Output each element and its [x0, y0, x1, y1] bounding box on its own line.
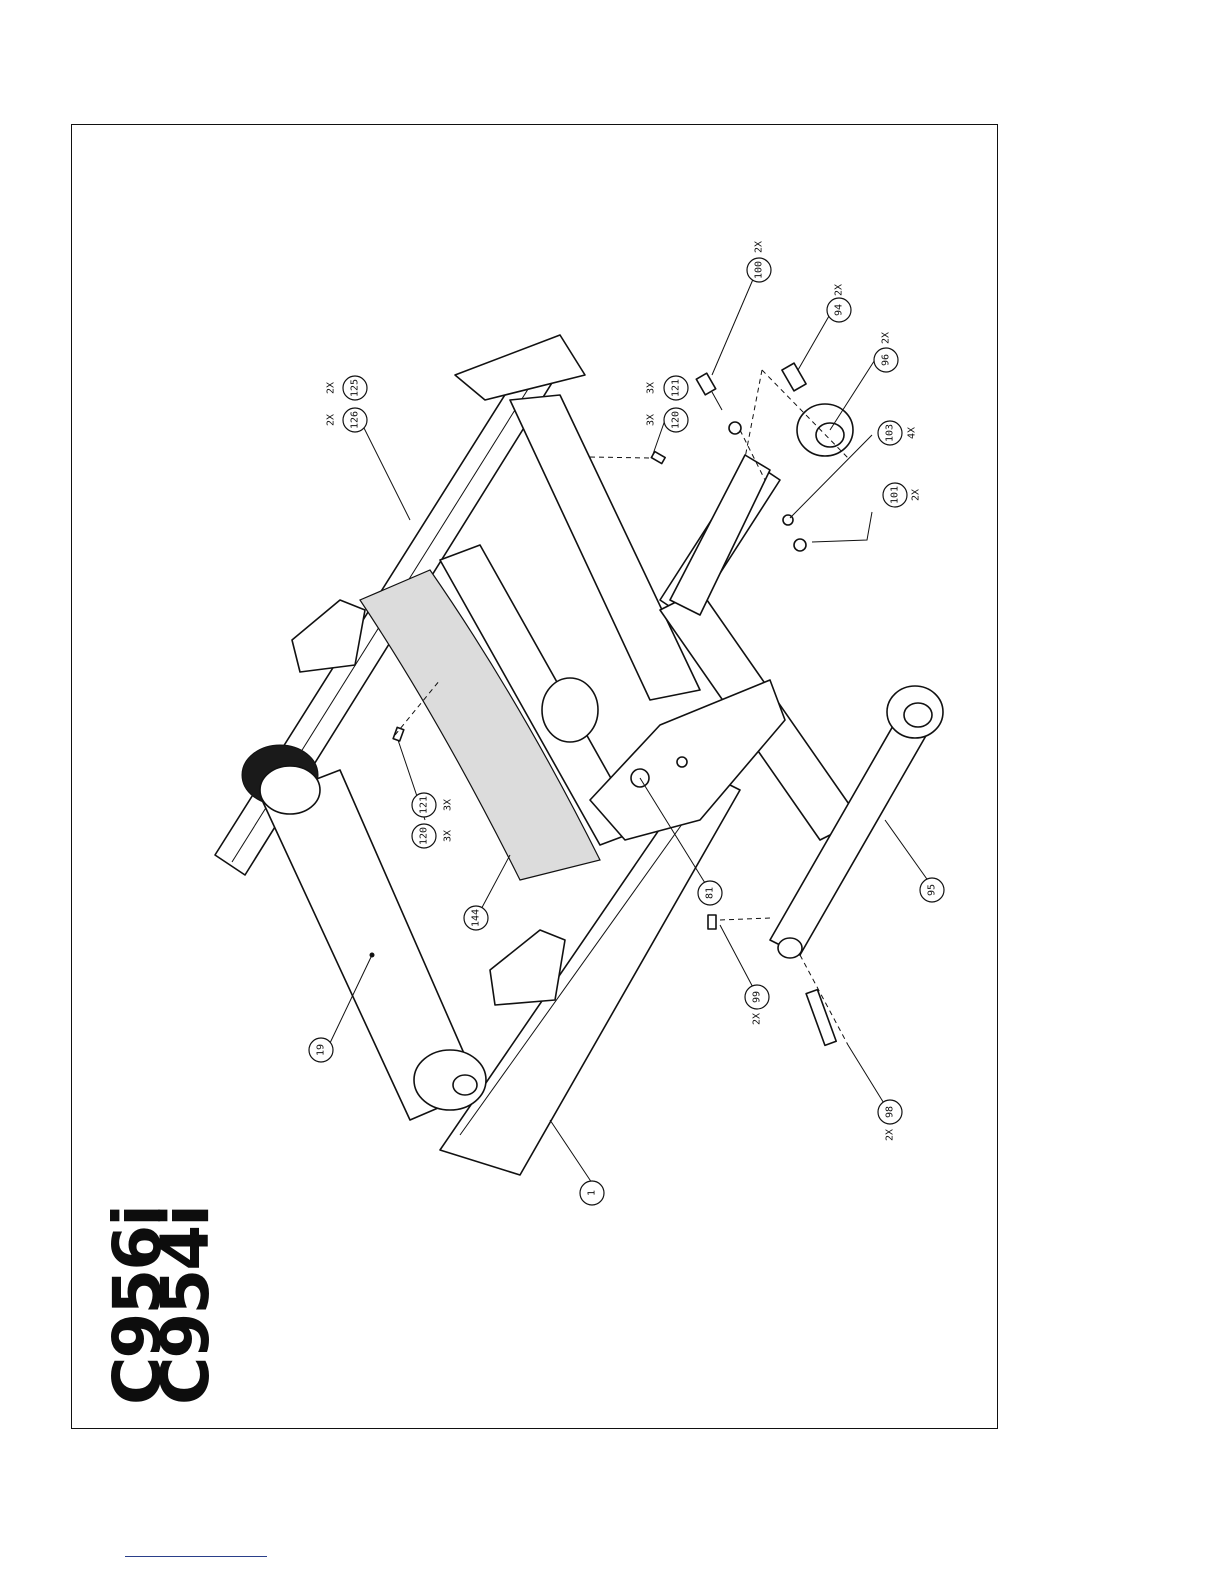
callout-125: 125 2X: [326, 376, 368, 400]
callout-qty: 3X: [646, 414, 657, 426]
upper-wheel-arm: [670, 455, 770, 615]
callout-qty: 2X: [881, 332, 892, 344]
callout-99: 99 2X: [745, 985, 769, 1025]
callout-98: 98 2X: [878, 1100, 902, 1141]
callout-81: 81: [698, 881, 722, 905]
callout-label: 99: [752, 991, 763, 1003]
callout-label: 98: [885, 1106, 896, 1118]
callout-label: 144: [471, 909, 482, 927]
callout-label: 96: [881, 354, 892, 366]
callout-label: 126: [350, 411, 361, 429]
callout-101: 101 2X: [883, 483, 922, 507]
callout-label: 101: [890, 486, 901, 504]
callout-label: 121: [671, 379, 682, 397]
callout-label: 94: [834, 304, 845, 316]
callout-qty: 2X: [754, 241, 765, 253]
callout-121-upper: 121 3X: [646, 376, 689, 400]
callout-144: 144: [464, 906, 488, 930]
model-title-line-2: C954i: [153, 1206, 219, 1405]
callout-19: 19: [309, 1038, 333, 1062]
callout-94: 94 2X: [827, 284, 851, 322]
left-frame-rail: [440, 770, 740, 1175]
callout-label: 125: [350, 379, 361, 397]
callout-label: 120: [419, 827, 430, 845]
callout-label: 95: [927, 884, 938, 896]
mount-plate: [590, 680, 785, 840]
callout-qty: 3X: [646, 382, 657, 394]
callout-qty: 3X: [443, 799, 454, 811]
callout-label: 1: [587, 1190, 598, 1196]
callout-qty: 3X: [443, 830, 454, 842]
drive-motor: [542, 678, 598, 742]
callout-103: 103 4X: [878, 421, 918, 445]
callout-qty: 2X: [834, 284, 845, 296]
callout-label: 121: [419, 796, 430, 814]
callout-1: 1: [580, 1181, 604, 1205]
callout-label: 19: [316, 1044, 327, 1056]
callout-qty: 2X: [885, 1129, 896, 1141]
callout-96: 96 2X: [874, 332, 898, 372]
callout-120-lower: 120 3X: [412, 824, 454, 848]
callout-label: 100: [754, 261, 765, 279]
callout-120-upper: 120 3X: [646, 408, 689, 432]
callout-qty: 2X: [326, 414, 337, 426]
callout-label: 120: [671, 411, 682, 429]
callout-100: 100 2X: [747, 241, 771, 282]
top-crossmember: [455, 335, 585, 400]
callout-qty: 2X: [326, 382, 337, 394]
callout-label: 103: [885, 424, 896, 442]
callout-qty: 4X: [907, 427, 918, 439]
axle-end: [778, 938, 802, 958]
callout-126: 126 2X: [326, 408, 368, 432]
callout-qty: 2X: [752, 1013, 763, 1025]
bracket-lower: [490, 930, 565, 1005]
footer-rule: [125, 1556, 267, 1557]
callout-qty: 2X: [911, 489, 922, 501]
callout-95: 95: [920, 878, 944, 902]
callout-label: 81: [705, 887, 716, 899]
bracket-upper: [292, 600, 365, 672]
callout-121-lower: 121 3X: [412, 793, 454, 817]
